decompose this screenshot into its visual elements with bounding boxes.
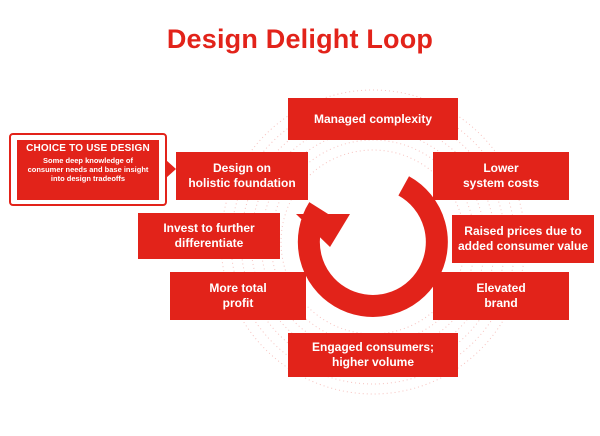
cycle-arrow-icon bbox=[296, 176, 448, 317]
diagram-title: Design Delight Loop bbox=[166, 24, 434, 54]
step-more-total-profit: More total profit bbox=[170, 272, 306, 320]
step-elevated-brand: Elevated brand bbox=[433, 272, 569, 320]
step-lower-system-costs: Lower system costs bbox=[433, 152, 569, 200]
step-design-on-foundation: Design on holistic foundation bbox=[176, 152, 308, 200]
callout-pointer-arrow bbox=[166, 160, 176, 178]
step-managed-complexity: Managed complexity bbox=[288, 98, 458, 140]
callout-body: Some deep knowledge of consumer needs an… bbox=[27, 156, 149, 183]
step-raised-prices: Raised prices due to added consumer valu… bbox=[452, 215, 594, 263]
callout-heading: CHOICE TO USE DESIGN bbox=[26, 143, 150, 154]
step-engaged-consumers: Engaged consumers; higher volume bbox=[288, 333, 458, 377]
choice-to-use-design-callout: CHOICE TO USE DESIGN Some deep knowledge… bbox=[9, 133, 167, 206]
callout-panel: CHOICE TO USE DESIGN Some deep knowledge… bbox=[17, 140, 159, 200]
step-invest-to-differentiate: Invest to further differentiate bbox=[138, 213, 280, 259]
